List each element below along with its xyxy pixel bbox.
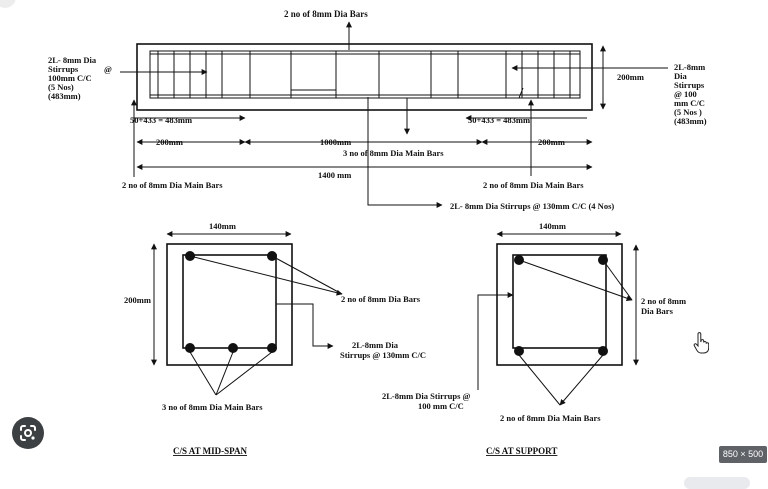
support-outline: [496, 243, 623, 366]
long-mid-stirrups-label: 2L- 8mm Dia Stirrups @ 130mm C/C (4 Nos): [450, 201, 614, 211]
image-size-badge: 850 × 500: [719, 446, 767, 463]
long-right-zone-label: 50+433 = 483mm: [468, 115, 530, 125]
support-bottom-bar: [598, 346, 608, 356]
midspan-bottom-bar: [185, 343, 195, 353]
long-top-bars-label: 2 no of 8mm Dia Bars: [284, 9, 368, 19]
long-main-bars-mid-label: 3 no of 8mm Dia Main Bars: [343, 148, 444, 158]
support-section: 140mm 2 no of 8mm Dia Bars 2L-8mm Dia St…: [382, 221, 688, 456]
support-stirrup: [512, 254, 607, 349]
long-right-stirrups-label: 2L-8mm Dia Stirrups @ 100 mm C/C (5 Nos …: [674, 62, 707, 126]
hand-pointer-icon: [693, 332, 709, 354]
midspan-stirrup: [182, 254, 277, 349]
support-stirrups-label: 2L-8mm Dia Stirrups @ 100 mm C/C: [382, 391, 473, 411]
midspan-stirrups-label: 2L-8mm Dia Stirrups @ 130mm C/C: [340, 340, 426, 360]
support-width-label: 140mm: [539, 221, 566, 231]
support-top-bars-label: 2 no of 8mm Dia Bars: [641, 296, 688, 316]
google-lens-button[interactable]: [12, 417, 44, 449]
support-title: C/S AT SUPPORT: [486, 446, 557, 456]
long-total-length-label: 1400 mm: [318, 170, 351, 180]
midspan-section: 140mm 200mm 2 no of 8mm Dia Bars 2L-8mm …: [124, 221, 426, 456]
long-right-support-label: 200mm: [538, 137, 565, 147]
midspan-width-label: 140mm: [209, 221, 236, 231]
long-clear-span-label: 1000mm: [320, 137, 351, 147]
midspan-depth-label: 200mm: [124, 295, 151, 305]
midspan-bottom-bar: [228, 343, 238, 353]
midspan-top-bars-label: 2 no of 8mm Dia Bars: [341, 294, 421, 304]
top-corner-button[interactable]: [0, 0, 16, 8]
midspan-title: C/S AT MID-SPAN: [173, 446, 248, 456]
long-left-main-bars-label: 2 no of 8mm Dia Main Bars: [122, 180, 223, 190]
longitudinal-section: 2 no of 8mm Dia Bars 2L- 8mm Dia Stirrup…: [48, 9, 707, 211]
visit-button[interactable]: [684, 477, 750, 489]
long-left-zone-label: 50+433 = 483mm: [130, 115, 192, 125]
stirrups: [157, 51, 571, 98]
long-left-stirrups-label: 2L- 8mm Dia Stirrups @ 100mm C/C (5 Nos)…: [48, 55, 114, 101]
long-depth-label: 200mm: [617, 72, 644, 82]
reinforcement-cage: [149, 50, 581, 99]
long-left-support-label: 200mm: [156, 137, 183, 147]
support-bottom-bar: [514, 346, 524, 356]
midspan-bottom-bars-label: 3 no of 8mm Dia Main Bars: [162, 402, 263, 412]
midspan-bottom-bar: [267, 343, 277, 353]
long-right-main-bars-label: 2 no of 8mm Dia Main Bars: [483, 180, 584, 190]
support-bottom-bars-label: 2 no of 8mm Dia Main Bars: [500, 413, 601, 423]
beam-outline: [136, 43, 593, 111]
google-lens-icon: [20, 425, 36, 441]
